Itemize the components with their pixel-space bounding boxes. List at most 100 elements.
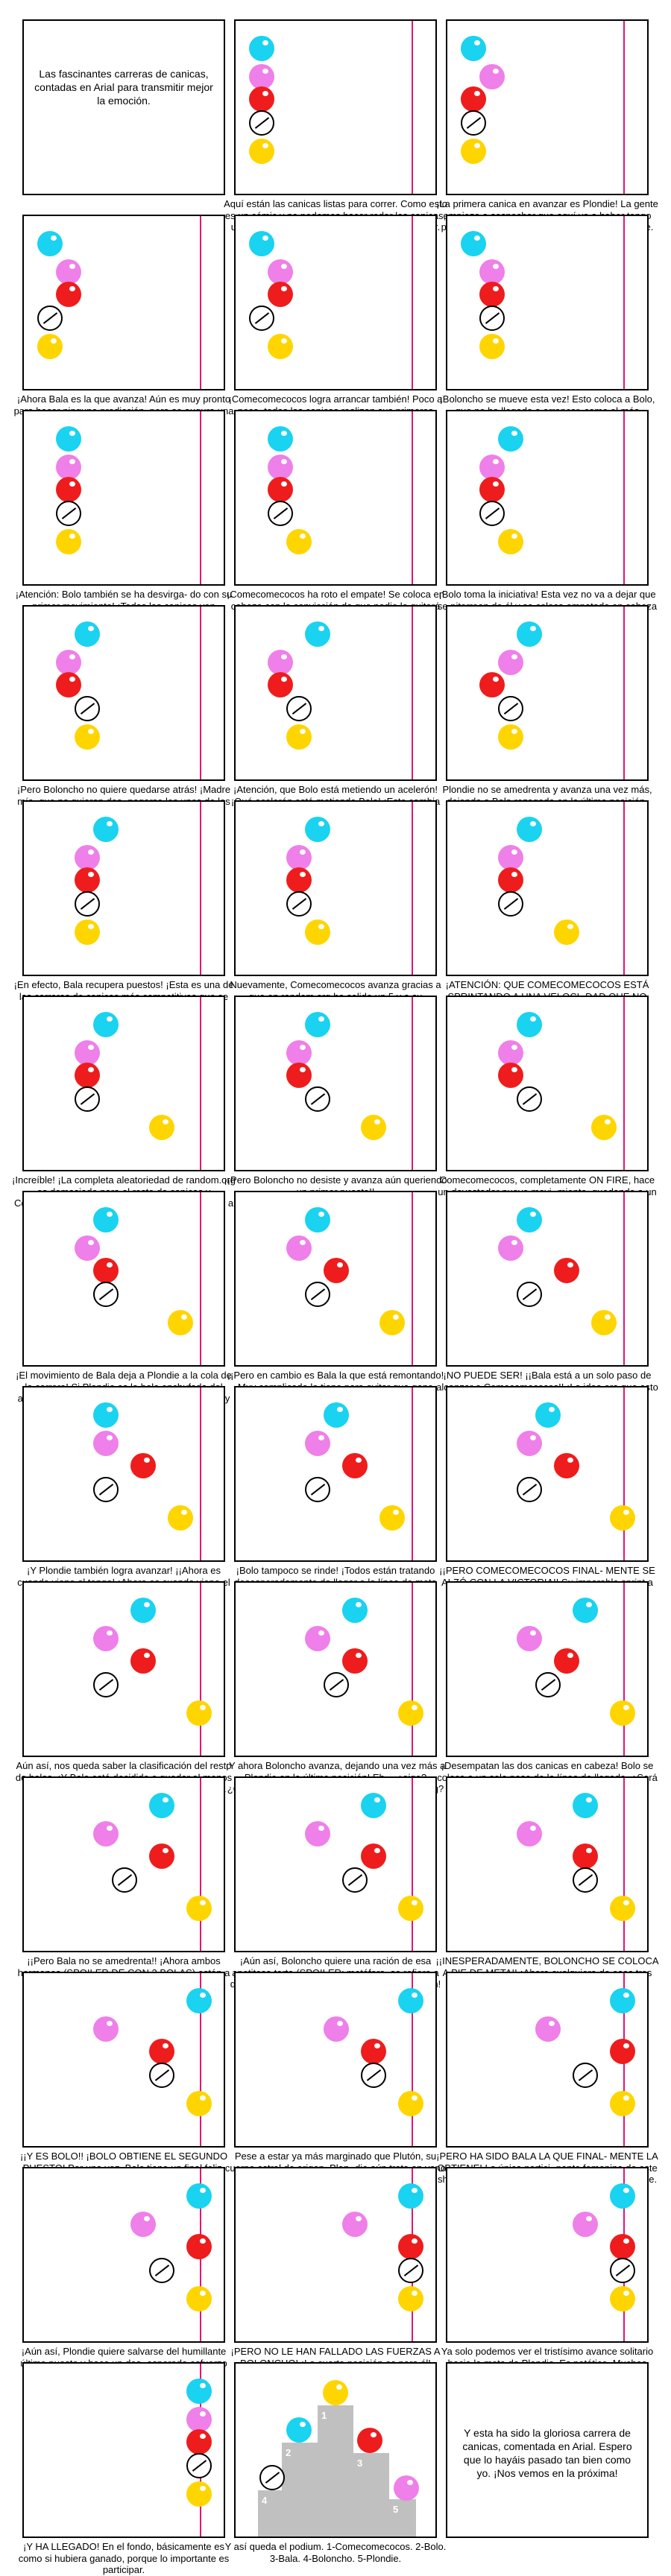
comic-panel-6 [446, 215, 649, 390]
bola-marble [461, 231, 486, 256]
finish-line [623, 802, 625, 975]
comecomecocos-marble [610, 1896, 635, 1921]
bola-marble [610, 1988, 635, 2013]
comic-panel-35 [234, 2167, 437, 2343]
bala-marble [249, 86, 274, 112]
plondie-marble [130, 2212, 156, 2237]
comecomecocos-marble [398, 2286, 423, 2311]
comic-panel-4 [22, 215, 225, 390]
bola-marble [56, 426, 81, 452]
podium-number: 5 [393, 2504, 399, 2515]
comic-panel-11 [234, 605, 437, 781]
boloncho-marble [93, 1672, 119, 1697]
comecomecocos-marble [168, 1310, 193, 1335]
comecomecocos-marble [305, 920, 330, 945]
podium-number: 4 [262, 2495, 268, 2506]
bala-marble [324, 1258, 349, 1283]
plondie-marble [268, 650, 293, 675]
outro-text: Y esta ha sido la gloriosa carrera de ca… [462, 2427, 632, 2479]
boloncho-marble [398, 2258, 423, 2283]
boloncho-marble [461, 110, 486, 136]
boloncho-marble [75, 891, 100, 917]
boloncho-marble [305, 1477, 330, 1502]
comecomecocos-marble [610, 2091, 635, 2116]
comic-panel-12 [446, 605, 649, 781]
comecomecocos-marble [186, 1700, 212, 1726]
comic-panel-24 [446, 1386, 649, 1562]
finish-line [412, 607, 413, 779]
boloncho-marble [286, 891, 312, 917]
comic-panel-16 [22, 996, 225, 1171]
comic-panel-33 [446, 1972, 649, 2148]
bala-marble [56, 477, 81, 502]
finish-line [200, 802, 201, 975]
intro-text: Las fascinantes carreras de canicas, con… [34, 68, 213, 107]
comecomecocos-marble [591, 1310, 617, 1335]
bola-marble [305, 1012, 330, 1037]
boloncho-marble [517, 1477, 542, 1502]
boloncho-marble [112, 1867, 137, 1893]
bola-marble [286, 2417, 312, 2443]
bola-marble [93, 817, 119, 842]
plondie-marble [286, 1040, 312, 1066]
bala-marble [342, 1453, 368, 1478]
finish-line [623, 607, 625, 779]
bala-marble [75, 1063, 100, 1088]
finish-line [200, 1973, 201, 2146]
boloncho-marble [75, 1086, 100, 1112]
comecomecocos-marble [610, 1700, 635, 1726]
podium-number: 1 [321, 2410, 327, 2421]
boloncho-marble [305, 1282, 330, 1307]
plondie-marble [75, 1235, 100, 1261]
bola-marble [93, 1207, 119, 1232]
bala-marble [361, 2039, 386, 2064]
comecomecocos-marble [75, 920, 100, 945]
comecomecocos-marble [268, 334, 293, 359]
bala-marble [268, 282, 293, 307]
boloncho-marble [573, 2063, 598, 2088]
comic-panel-27 [446, 1581, 649, 1757]
boloncho-marble [498, 891, 523, 917]
plondie-marble [268, 455, 293, 480]
comecomecocos-marble [554, 920, 579, 945]
bola-marble [361, 1793, 386, 1818]
finish-line [412, 1192, 413, 1365]
boloncho-marble [249, 110, 274, 136]
finish-line [200, 1387, 201, 1560]
comecomecocos-marble [398, 1700, 423, 1726]
finish-line [623, 21, 625, 194]
bola-marble [249, 231, 274, 256]
boloncho-marble [324, 1672, 349, 1697]
comecomecocos-marble [186, 2286, 212, 2311]
bala-marble [357, 2428, 382, 2453]
bola-marble [610, 2183, 635, 2209]
plondie-marble [268, 259, 293, 285]
comecomecocos-marble [168, 1505, 193, 1531]
bala-marble [149, 2039, 174, 2064]
plondie-marble [517, 1626, 542, 1651]
bola-marble [342, 1598, 368, 1623]
boloncho-marble [149, 2063, 174, 2088]
comecomecocos-marble [149, 1115, 174, 1140]
boloncho-marble [361, 2063, 386, 2088]
boloncho-marble [149, 2258, 174, 2283]
finish-line [200, 216, 201, 389]
comic-panel-18 [446, 996, 649, 1171]
bola-marble [461, 36, 486, 61]
bala-marble [554, 1453, 579, 1478]
finish-line [412, 411, 413, 584]
finish-line [200, 607, 201, 779]
bala-marble [610, 2234, 635, 2259]
comic-panel-1: Las fascinantes carreras de canicas, con… [22, 19, 225, 195]
bala-marble [498, 1063, 523, 1088]
bala-marble [130, 1648, 156, 1674]
plondie-marble [56, 650, 81, 675]
comic-panel-30 [446, 1776, 649, 1952]
bala-marble [186, 2234, 212, 2259]
boloncho-marble [186, 2453, 212, 2478]
boloncho-marble [93, 1477, 119, 1502]
comic-panel-31 [22, 1972, 225, 2148]
plondie-marble [498, 1040, 523, 1066]
